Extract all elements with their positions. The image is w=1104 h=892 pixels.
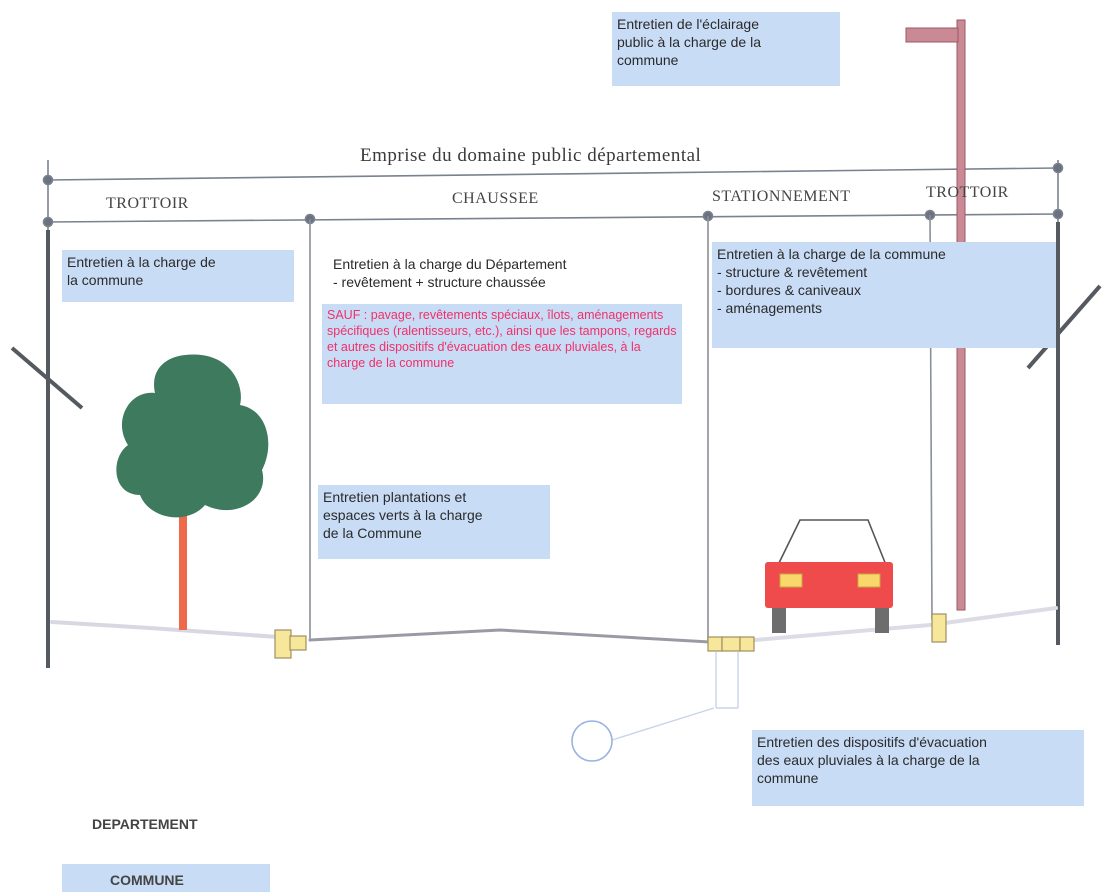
dimension-lines [42,160,1064,230]
right-surface [753,606,1058,642]
left-gully [274,629,292,659]
note-plantations: Entretien plantations et espaces verts à… [318,485,550,559]
tree-trunk [179,495,187,630]
car-light-right [857,573,881,588]
car-light-left [779,573,803,588]
legend-departement: DEPARTEMENT [92,816,198,832]
left-extent-dot [42,174,54,186]
road-surface [308,628,712,644]
car-illustration [765,519,893,633]
collector-manhole [571,720,613,762]
zone-label-chaussee: CHAUSSEE [452,190,539,207]
note-departement: Entretien à la charge du Département - r… [328,252,680,298]
outer-poles [10,222,1102,668]
legend-commune: COMMUNE [62,864,270,892]
car-roof [777,519,887,566]
center-gully-b [721,636,741,652]
note-stationnement-commune: Entretien à la charge de la commune - st… [712,242,1056,348]
drainage-pipe [571,652,739,762]
zone-label-trottoir-right: TROTTOIR [926,184,1009,201]
note-sauf-exceptions: SAUF : pavage, revêtements spéciaux, îlo… [322,304,682,404]
note-eclairage: Entretien de l'éclairage public à la cha… [612,12,840,86]
note-trottoir-commune: Entretien à la charge de la commune [62,250,294,302]
drains [274,613,947,659]
right-extent-dot [1052,162,1064,174]
left-zone-dot [42,216,54,228]
car-wheel-right [875,605,889,633]
domain-extent-line [47,167,1059,181]
right-zone-dot [1052,208,1064,220]
zone-division-line [47,213,1059,223]
tree-illustration [116,354,269,630]
note-evacuation: Entretien des dispositifs d'évacuation d… [752,730,1084,806]
center-gully-c [739,636,755,652]
right-diagonal-bar [1026,284,1102,370]
left-gully-grate [289,635,307,651]
zone-label-stationnement: STATIONNEMENT [712,188,851,205]
right-gully [931,613,947,643]
left-sidewalk-surface [50,620,280,639]
car-wheel-left [772,605,786,633]
pipe-to-collector [611,707,715,741]
ground-profile [50,606,1058,644]
domain-title: Emprise du domaine public départemental [360,145,702,166]
center-gully-a [707,636,723,652]
lamp-arm [905,27,959,43]
zone-label-trottoir-left: TROTTOIR [106,195,189,212]
tree-foliage [116,354,269,518]
left-diagonal-bar [10,346,84,410]
